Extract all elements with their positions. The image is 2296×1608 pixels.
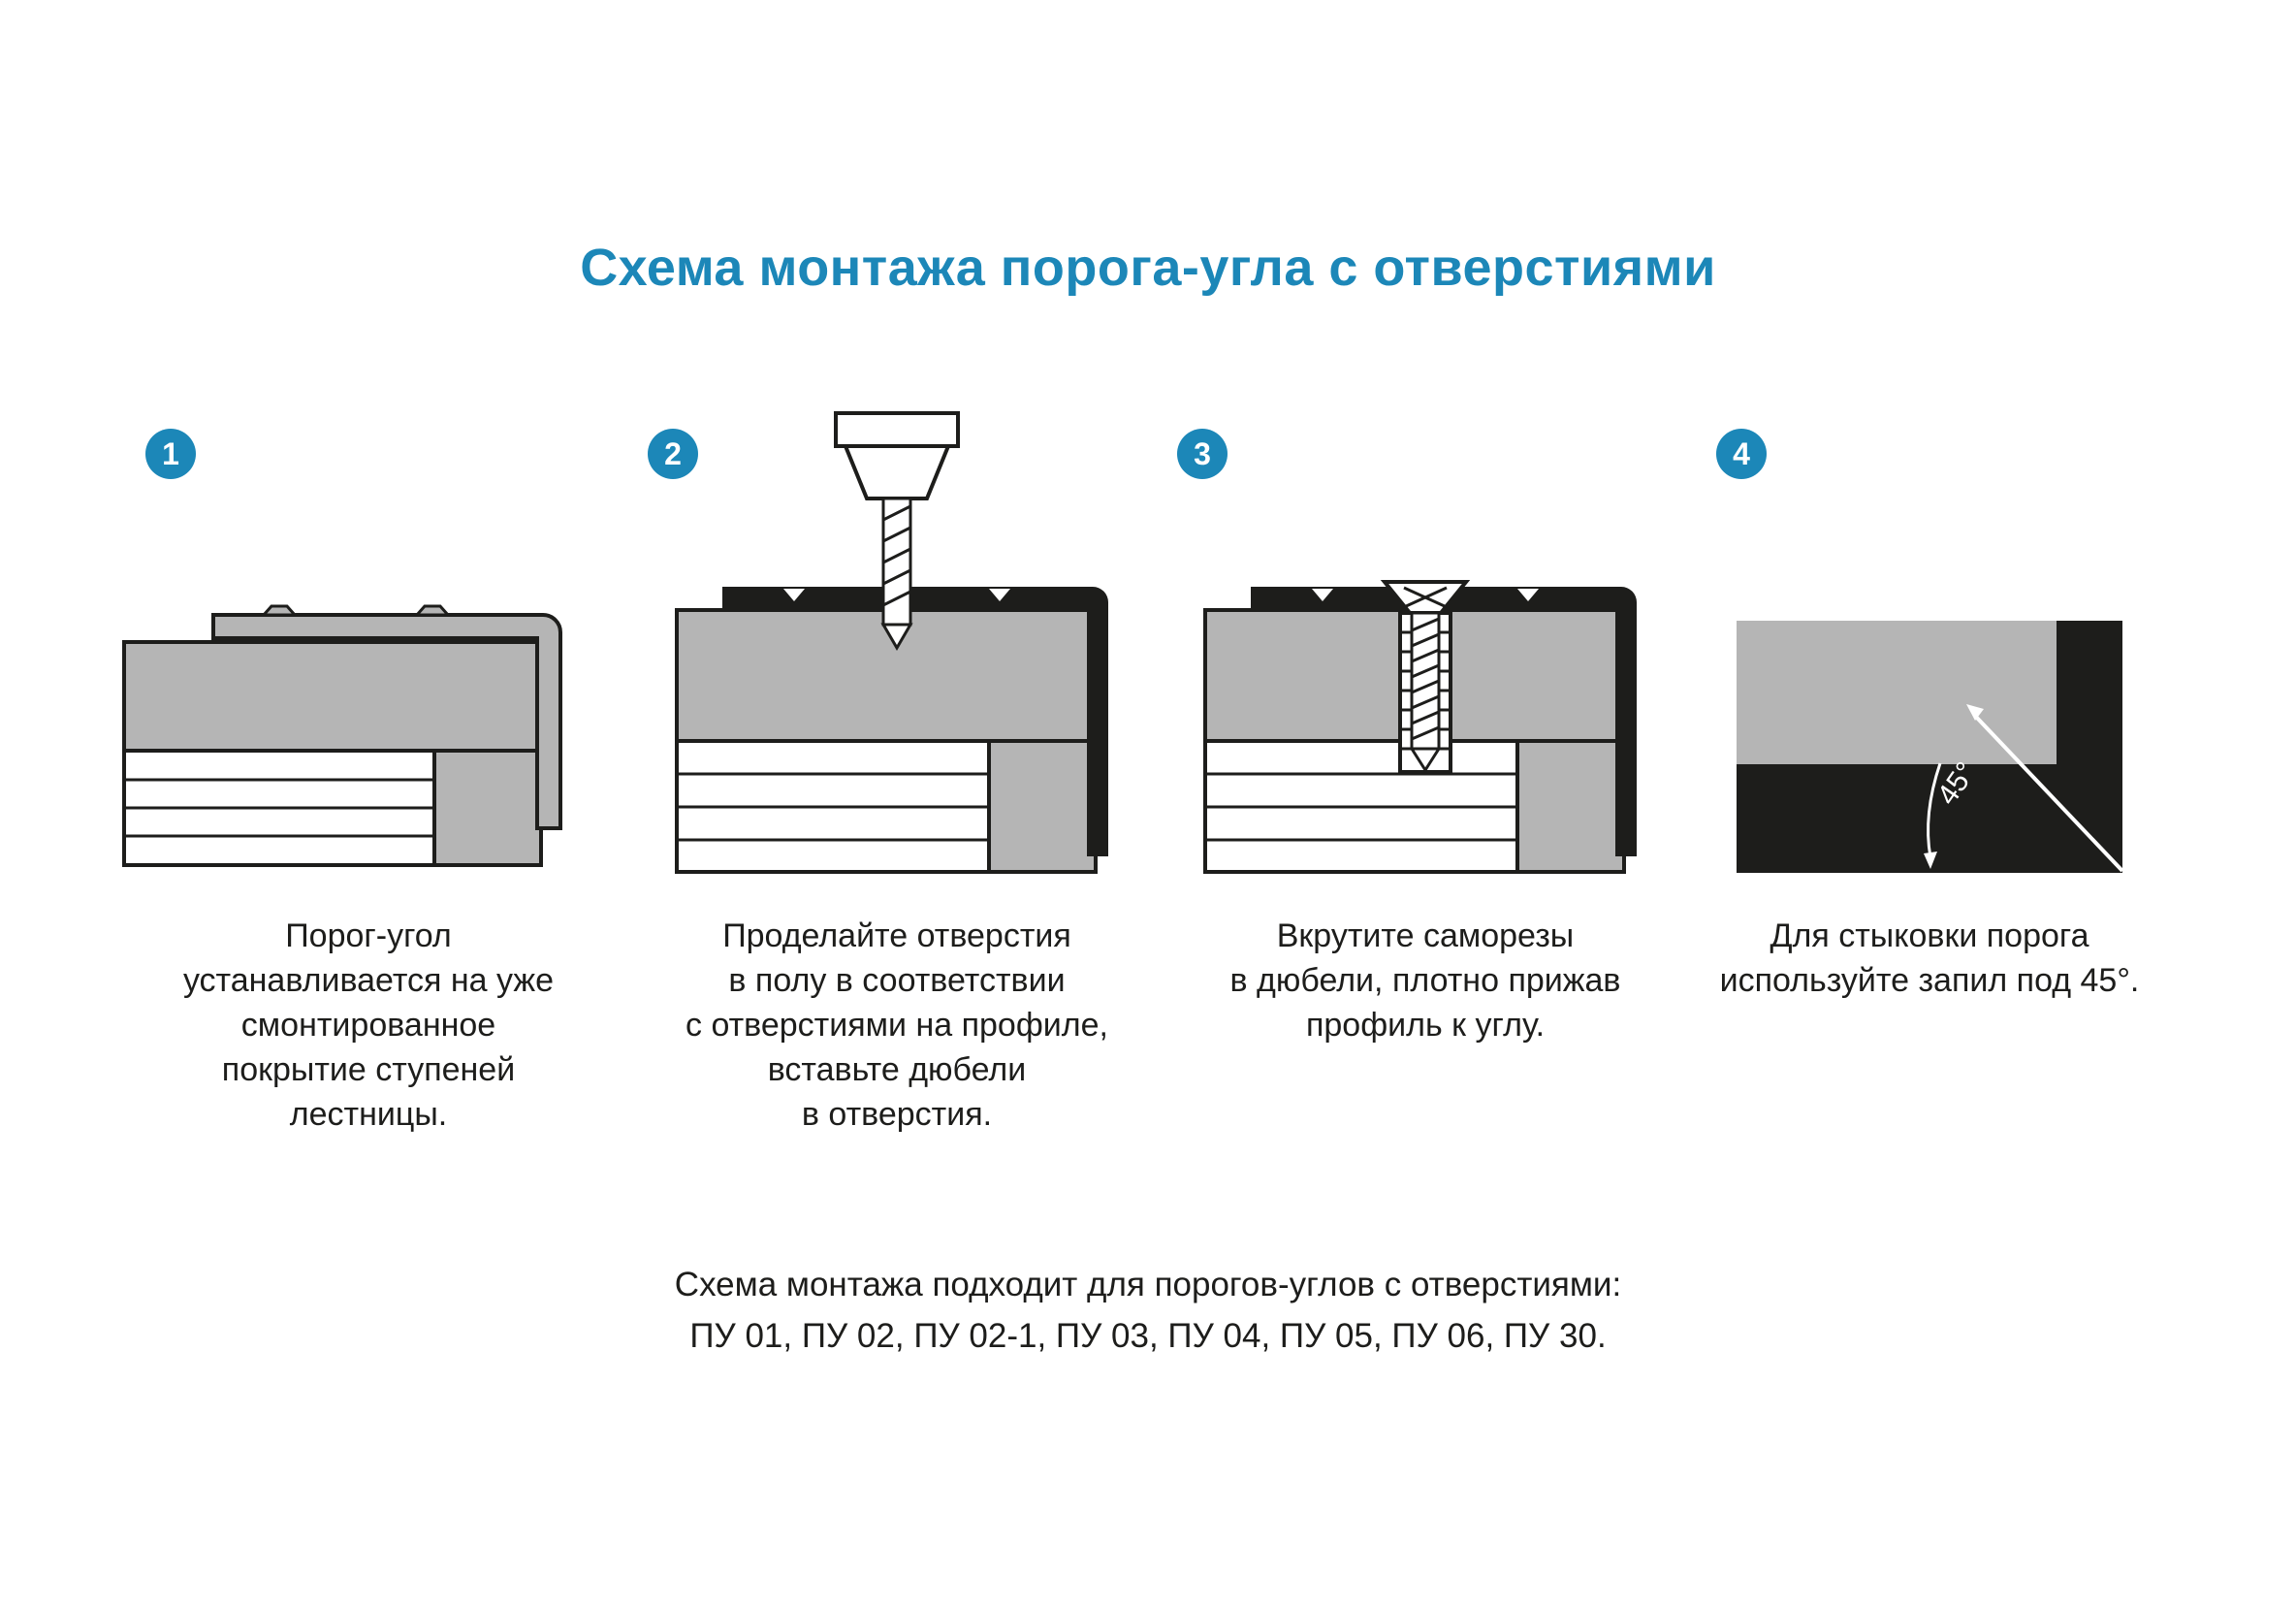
angle-profile <box>211 604 562 830</box>
arrowhead-icon <box>1966 704 1984 721</box>
profile-gray-area <box>1737 621 2057 764</box>
step-1-caption: Порог-угол устанавливается на уже смонти… <box>182 917 555 1133</box>
step-1-illustration <box>116 582 621 912</box>
screwing-drawing <box>1203 580 1637 874</box>
step-2-badge: 2 <box>648 429 698 479</box>
step-4-number: 4 <box>1733 435 1750 471</box>
step-3-number: 3 <box>1194 435 1211 471</box>
step-2-caption: Проделайте отверстия в полу в соответств… <box>686 917 1108 1133</box>
angle-arrow <box>1924 762 1942 869</box>
angle-profile-dark <box>722 587 1108 856</box>
drill-icon <box>834 411 960 651</box>
footer-note: Схема монтажа подходит для порогов-углов… <box>674 1266 1622 1355</box>
step-3-illustration <box>1197 411 1653 882</box>
angle-profile-dark <box>1251 587 1637 856</box>
step-1-number: 1 <box>162 435 179 471</box>
miter-line <box>1966 704 2124 873</box>
stair-step <box>122 640 543 867</box>
step-1-badge: 1 <box>145 429 196 479</box>
drilling-drawing <box>675 411 1108 874</box>
step-3-caption: Вкрутите саморезы в дюбели, плотно прижа… <box>1229 917 1621 1044</box>
step-4-badge: 4 <box>1716 429 1767 479</box>
screw-icon <box>1380 580 1471 773</box>
step-4-illustration: 45° <box>1731 603 2128 880</box>
miter-cut-drawing: 45° <box>1737 621 2124 873</box>
step-2-number: 2 <box>664 435 682 471</box>
step-2-illustration <box>669 411 1125 882</box>
arrowhead-icon <box>1924 852 1937 869</box>
step-4-caption: Для стыковки порога используйте запил по… <box>1719 917 2140 999</box>
page-title: Схема монтажа порога-угла с отверстиями <box>580 239 1716 297</box>
step-3-badge: 3 <box>1177 429 1228 479</box>
stair-step <box>675 608 1098 874</box>
stair-with-profile-drawing <box>122 604 562 867</box>
